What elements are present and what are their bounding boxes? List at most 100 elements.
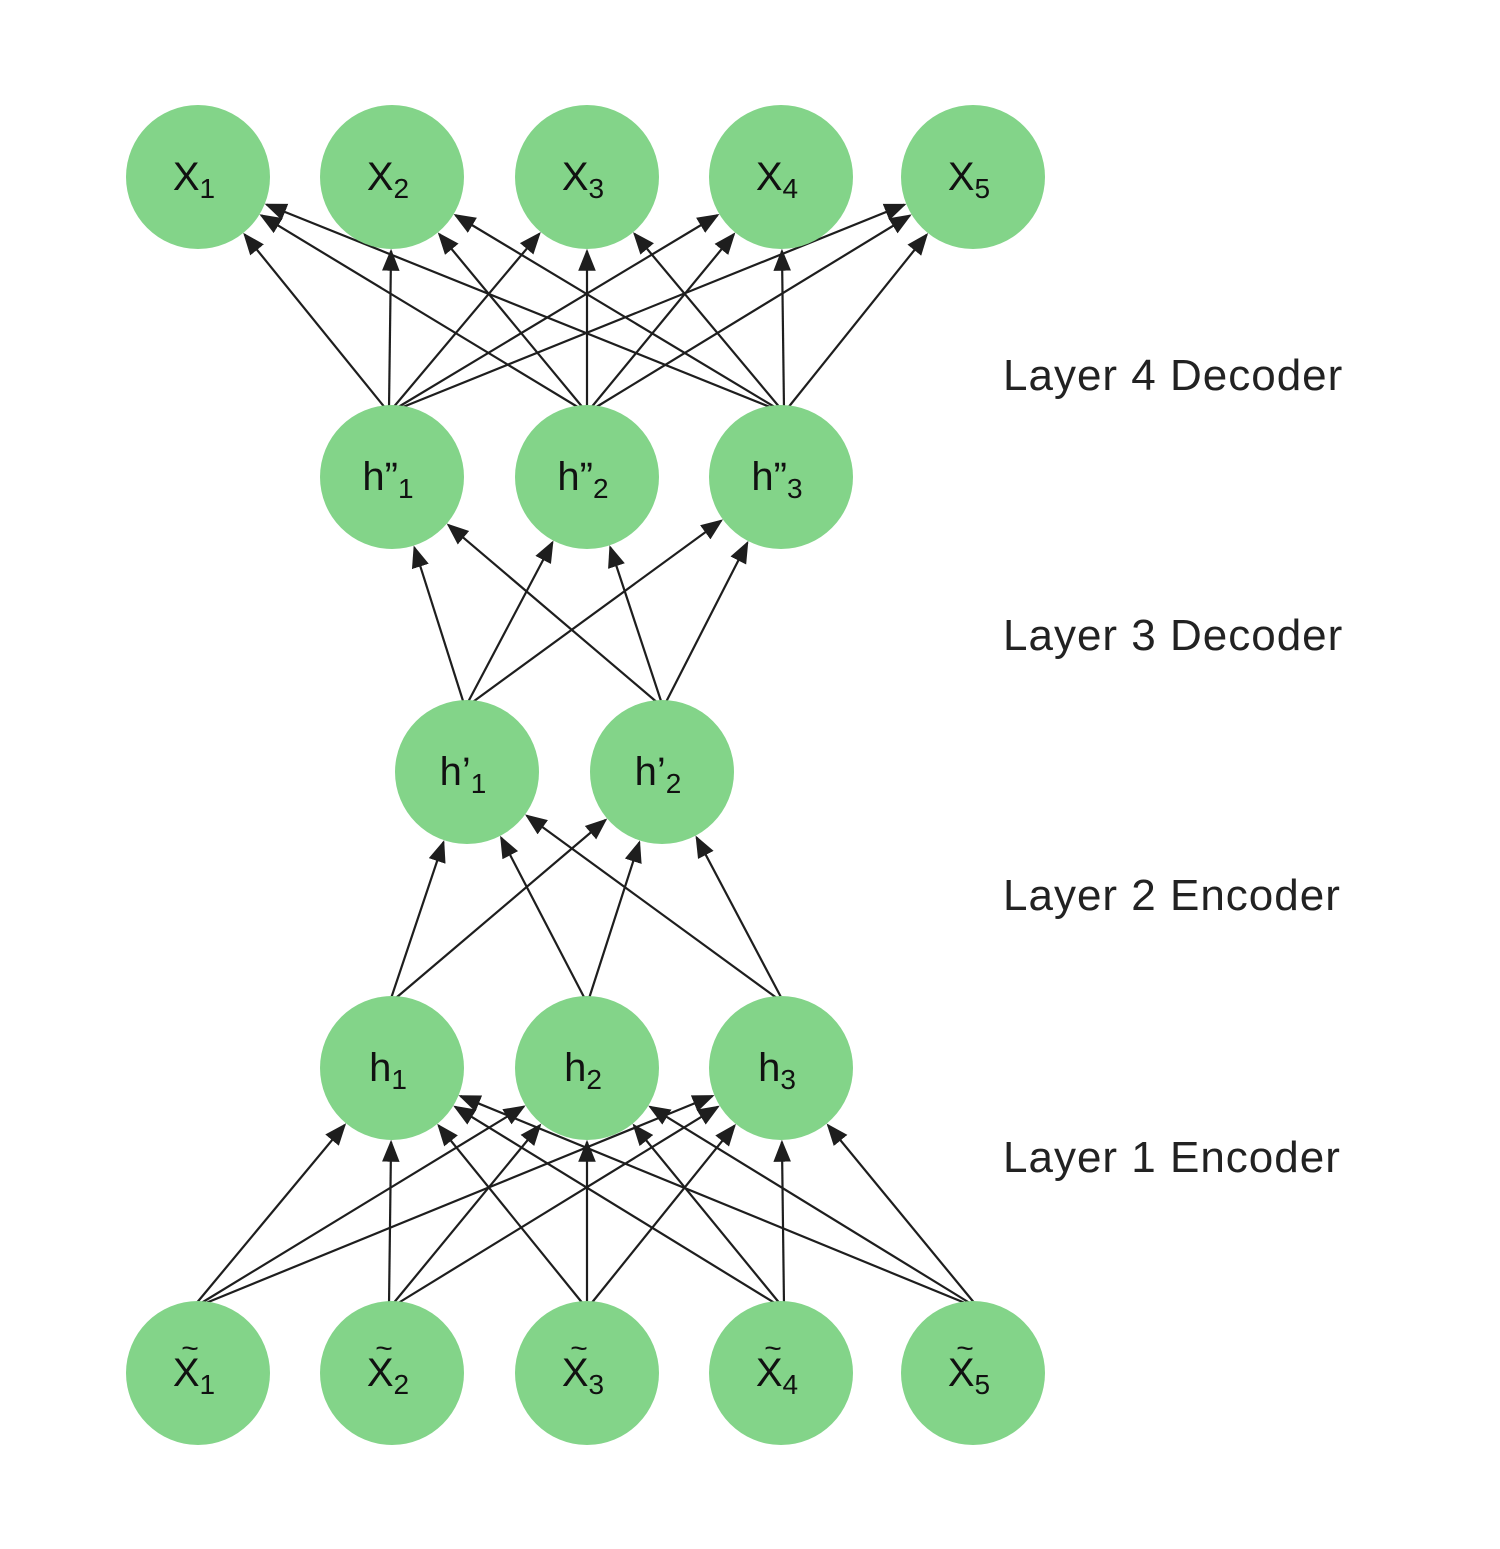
node-circle [709, 1301, 853, 1445]
layer-label-layer-2-encoder: Layer 2 Encoder [1003, 871, 1341, 920]
edge-hpp3-to-x2 [453, 213, 779, 410]
node-label-base: X [367, 1351, 394, 1395]
node-circle [320, 996, 464, 1140]
node-hp1: h’1 [395, 700, 539, 844]
node-label-subscript: 3 [589, 173, 605, 204]
node-x4: X4 [709, 105, 853, 249]
node-label: X3 [562, 1351, 604, 1400]
node-label-base: h’ [635, 750, 666, 794]
edge-hp1-to-hpp2 [466, 540, 554, 705]
node-xt5: X5~ [901, 1301, 1045, 1445]
node-hp2: h’2 [590, 700, 734, 844]
node-hpp2: h”2 [515, 405, 659, 549]
tilde-mark: ~ [764, 1332, 782, 1365]
node-label-base: h [369, 1046, 391, 1090]
edge-hpp3-to-x3 [633, 232, 782, 410]
node-label-base: X [173, 1351, 200, 1395]
edge-hpp3-to-x1 [264, 203, 776, 411]
node-label-base: X [756, 1351, 783, 1395]
edge-h3-to-hp2 [695, 835, 784, 1001]
node-label-subscript: 5 [975, 173, 991, 204]
node-label-base: X [562, 1351, 589, 1395]
edge-h3-to-hp1 [525, 814, 781, 1001]
edge-hpp1-to-x5 [397, 203, 907, 411]
edge-hpp2-to-x1 [259, 214, 582, 410]
edge-xt3-to-h3 [589, 1123, 736, 1306]
node-label-base: h [564, 1046, 586, 1090]
node-circle [709, 405, 853, 549]
node-xt3: X3~ [515, 1301, 659, 1445]
edge-xt1-to-h3 [200, 1094, 715, 1307]
edge-xt1-to-h2 [197, 1105, 526, 1306]
node-circle [515, 1301, 659, 1445]
node-label-subscript: 5 [975, 1369, 991, 1400]
node-label-subscript: 3 [780, 1064, 796, 1095]
edge-hpp3-to-x4 [773, 248, 792, 410]
node-label: h2 [564, 1046, 602, 1095]
edge-h2-to-hp1 [500, 835, 587, 1001]
node-circle [709, 996, 853, 1140]
node-label-subscript: 1 [200, 1369, 216, 1400]
edge-xt3-to-h1 [437, 1123, 585, 1306]
node-label-subscript: 4 [783, 173, 799, 204]
edge-h2-to-hp2 [587, 840, 642, 1001]
node-circle [126, 1301, 270, 1445]
node-label-subscript: 2 [666, 768, 682, 799]
edge-hpp1-to-x4 [394, 213, 720, 410]
node-label: X1 [173, 1351, 215, 1400]
layer-label-layer-1-encoder: Layer 1 Encoder [1003, 1133, 1341, 1182]
node-label: X2 [367, 1351, 409, 1400]
edges [194, 203, 977, 1307]
node-label-subscript: 1 [200, 173, 216, 204]
node-label: X4 [756, 155, 798, 204]
layer-label-layer-3-decoder: Layer 3 Decoder [1003, 611, 1343, 660]
node-h1: h1 [320, 996, 464, 1140]
node-circle [901, 1301, 1045, 1445]
edge-hpp2-to-x5 [592, 214, 912, 410]
edge-xt4-to-h2 [632, 1123, 782, 1306]
node-label-base: h” [557, 455, 593, 499]
node-label-base: X [562, 155, 589, 199]
node-label-subscript: 3 [787, 473, 803, 504]
tilde-mark: ~ [570, 1332, 588, 1365]
node-label-subscript: 2 [394, 173, 410, 204]
node-label: h3 [758, 1046, 796, 1095]
layer-labels: Layer 1 Encoder Layer 2 Encoder Layer 3 De… [1003, 351, 1343, 1182]
node-label-base: X [948, 155, 975, 199]
node-label: X3 [562, 155, 604, 204]
node-label-subscript: 2 [586, 1064, 602, 1095]
tilde-mark: ~ [181, 1332, 199, 1365]
node-label-subscript: 1 [391, 1064, 407, 1095]
edge-xt2-to-h1 [382, 1139, 400, 1306]
edge-hp2-to-hpp1 [446, 523, 660, 705]
node-label-subscript: 1 [398, 473, 414, 504]
node-circle [395, 700, 539, 844]
node-circle [320, 405, 464, 549]
tilde-mark: ~ [375, 1332, 393, 1365]
node-circle [515, 405, 659, 549]
node-circle [126, 105, 270, 249]
node-xt2: X2~ [320, 1301, 464, 1445]
edge-hpp2-to-x2 [437, 232, 585, 410]
node-label-subscript: 2 [394, 1369, 410, 1400]
node-label-base: h” [362, 455, 398, 499]
layer-label-layer-4-decoder: Layer 4 Decoder [1003, 351, 1343, 400]
node-x5: X5 [901, 105, 1045, 249]
node-hpp1: h”1 [320, 405, 464, 549]
node-label: X5 [948, 155, 990, 204]
node-h3: h3 [709, 996, 853, 1140]
node-hpp3: h”3 [709, 405, 853, 549]
edge-xt5-to-h1 [458, 1095, 971, 1307]
edge-hp1-to-hpp1 [411, 545, 466, 705]
edge-xt4-to-h1 [453, 1105, 779, 1306]
node-label-base: h” [751, 455, 787, 499]
node-circle [709, 105, 853, 249]
node-x1: X1 [126, 105, 270, 249]
edge-xt4-to-h3 [773, 1139, 791, 1306]
edge-hpp1-to-x2 [381, 248, 400, 410]
node-label: X4 [756, 1351, 798, 1400]
node-xt4: X4~ [709, 1301, 853, 1445]
node-circle [515, 105, 659, 249]
